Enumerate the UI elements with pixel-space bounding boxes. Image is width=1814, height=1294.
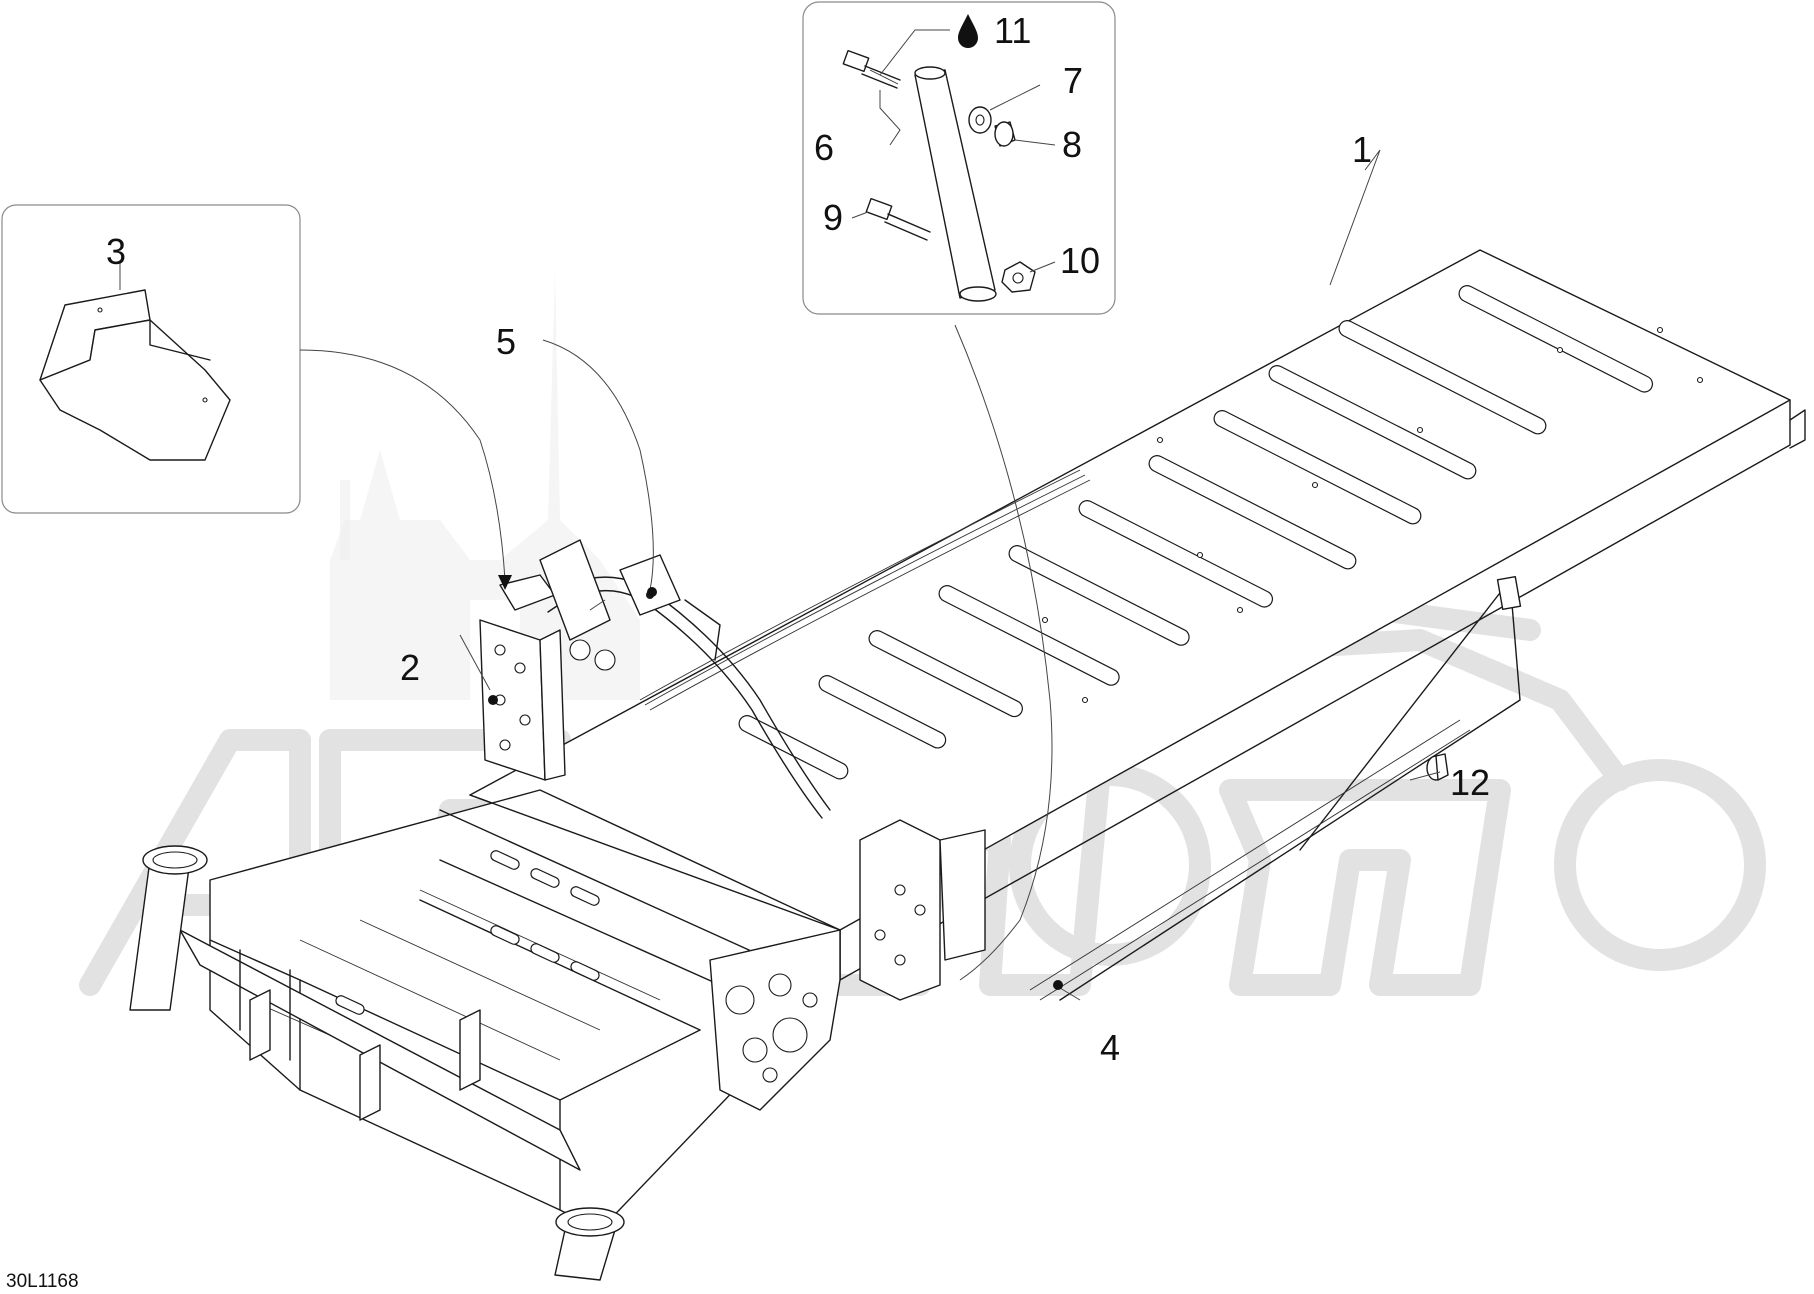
oil-drop-icon bbox=[958, 14, 978, 48]
bracket-upright bbox=[479, 539, 831, 819]
callout-4: 4 bbox=[1100, 1027, 1120, 1068]
callout-7: 7 bbox=[1063, 60, 1083, 101]
bolt-6 bbox=[842, 49, 901, 89]
callout-8: 8 bbox=[1062, 124, 1082, 165]
deck-holes bbox=[1041, 326, 1704, 704]
figure-id: 30L1168 bbox=[6, 1271, 79, 1292]
callout-11: 11 bbox=[994, 10, 1031, 51]
deck-slots bbox=[738, 285, 1654, 780]
inset-part-3 bbox=[1, 204, 301, 514]
leader-lines bbox=[119, 29, 1441, 1001]
callout-1: 1 bbox=[1352, 129, 1372, 170]
callout-6: 6 bbox=[814, 127, 834, 168]
callout-labels: 1 2 3 4 5 6 7 8 9 10 11 12 bbox=[106, 10, 1490, 1068]
attach-dot-2 bbox=[488, 695, 498, 705]
plug-12 bbox=[1426, 753, 1449, 781]
attach-dot-5 bbox=[647, 587, 657, 597]
bolt-9 bbox=[865, 197, 931, 241]
attach-dot-4 bbox=[1053, 980, 1063, 990]
callout-5: 5 bbox=[496, 321, 516, 362]
callout-12: 12 bbox=[1450, 762, 1490, 803]
callout-3: 3 bbox=[106, 231, 126, 272]
inset-hardware bbox=[802, 1, 1116, 315]
frame-front-cradle bbox=[129, 789, 986, 1281]
arrow-3 bbox=[498, 575, 512, 590]
callout-2: 2 bbox=[400, 647, 420, 688]
callout-9: 9 bbox=[823, 197, 843, 238]
callout-10: 10 bbox=[1060, 240, 1100, 281]
